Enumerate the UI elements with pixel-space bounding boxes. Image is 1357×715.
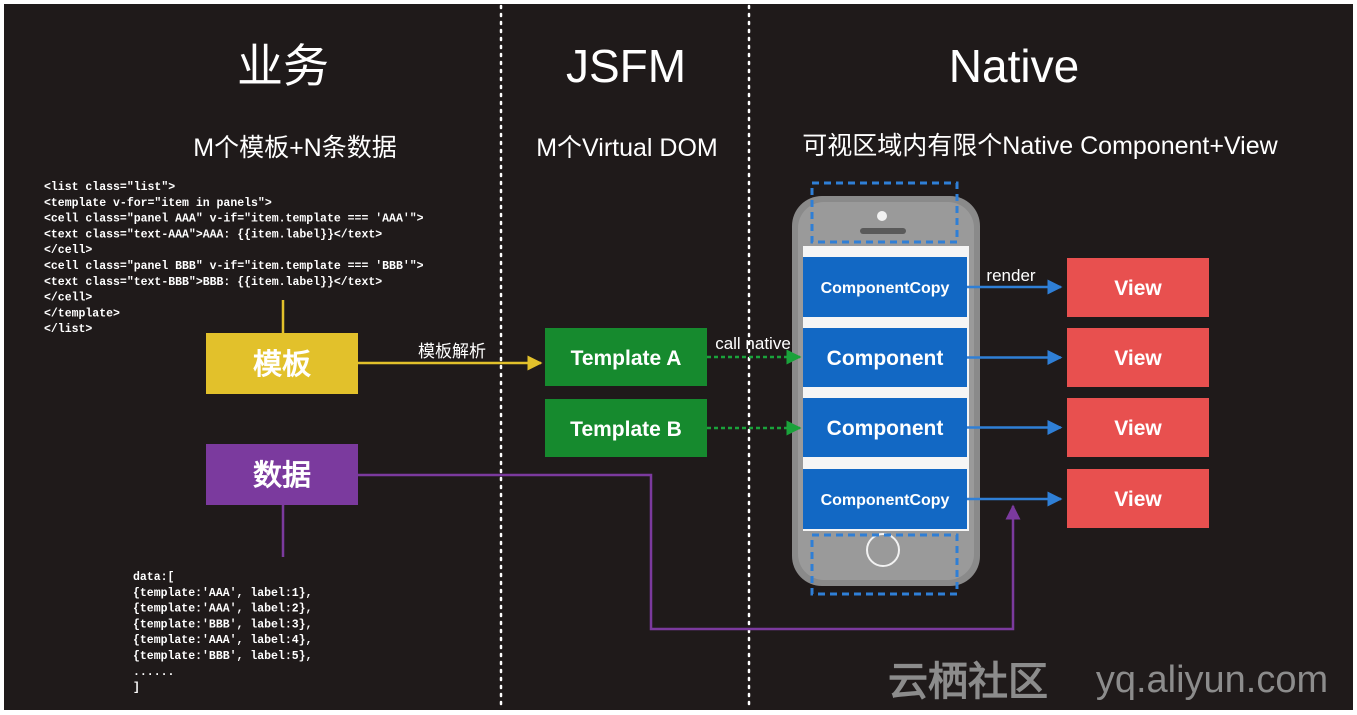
viewport-bottom-dashed-box — [810, 533, 959, 596]
template-a-box — [545, 328, 707, 386]
template-code-line: <text class="text-BBB">BBB: {{item.label… — [44, 276, 382, 289]
watermark-url: yq.aliyun.com — [1096, 659, 1328, 701]
phone-home-button-icon — [866, 533, 900, 567]
data-code-line: ] — [133, 682, 140, 695]
template-code-line: </cell> — [44, 244, 92, 257]
view-box-label: View — [1114, 277, 1162, 300]
data-code-line: {template:'AAA', label:4}, — [133, 634, 312, 647]
parse-arrow-label: 模板解析 — [418, 342, 486, 361]
view-box-label: View — [1114, 347, 1162, 370]
component-box-label: ComponentCopy — [821, 280, 950, 297]
template-a-label: Template A — [571, 347, 682, 370]
phone-speaker-icon — [860, 228, 906, 234]
component-box-label: Component — [827, 417, 944, 440]
column-subtitle-business: M个模板+N条数据 — [193, 134, 396, 162]
template-box-label: 模板 — [253, 348, 312, 381]
view-box — [1067, 398, 1209, 457]
template-code-line: <template v-for="item in panels"> — [44, 197, 272, 210]
column-subtitle-native: 可视区域内有限个Native Component+View — [802, 132, 1278, 160]
data-code-line: {template:'BBB', label:3}, — [133, 618, 312, 631]
template-box — [206, 333, 358, 394]
view-box — [1067, 469, 1209, 528]
template-code-line: <cell class="panel AAA" v-if="item.templ… — [44, 213, 424, 226]
call-native-label: call native — [715, 334, 791, 353]
template-b-label: Template B — [570, 418, 682, 441]
template-code-line: </template> — [44, 307, 120, 320]
data-box — [206, 444, 358, 505]
column-subtitle-jsfm: M个Virtual DOM — [536, 134, 718, 162]
component-box — [803, 469, 967, 529]
template-code-line: <list class="list"> — [44, 181, 175, 194]
component-box — [803, 328, 967, 387]
data-code-line: {template:'AAA', label:2}, — [133, 603, 312, 616]
template-code-line: <text class="text-AAA">AAA: {{item.label… — [44, 228, 382, 241]
data-code-line: data:[ — [133, 571, 174, 584]
component-box — [803, 398, 967, 457]
column-title-native: Native — [949, 40, 1079, 92]
template-code-line: </list> — [44, 323, 92, 336]
component-box — [803, 257, 967, 317]
watermark-brand: 云栖社区 — [888, 660, 1048, 704]
view-box-label: View — [1114, 488, 1162, 511]
component-box-label: ComponentCopy — [821, 492, 950, 509]
column-title-jsfm: JSFM — [566, 40, 686, 92]
data-code-line: {template:'AAA', label:1}, — [133, 587, 312, 600]
data-box-label: 数据 — [253, 459, 311, 492]
viewport-top-dashed-box — [810, 181, 959, 244]
view-box-label: View — [1114, 417, 1162, 440]
data-code-line: {template:'BBB', label:5}, — [133, 650, 312, 663]
template-code-line: <cell class="panel BBB" v-if="item.templ… — [44, 260, 424, 273]
phone-camera-icon — [877, 211, 887, 221]
template-code-line: </cell> — [44, 292, 92, 305]
component-box-label: Component — [827, 347, 944, 370]
template-b-box — [545, 399, 707, 457]
view-box — [1067, 258, 1209, 317]
data-flow-arrow — [358, 473, 1021, 631]
render-arrow-label: render — [986, 266, 1035, 285]
column-title-business: 业务 — [237, 40, 329, 92]
data-code-line: ...... — [133, 666, 174, 679]
view-box — [1067, 328, 1209, 387]
